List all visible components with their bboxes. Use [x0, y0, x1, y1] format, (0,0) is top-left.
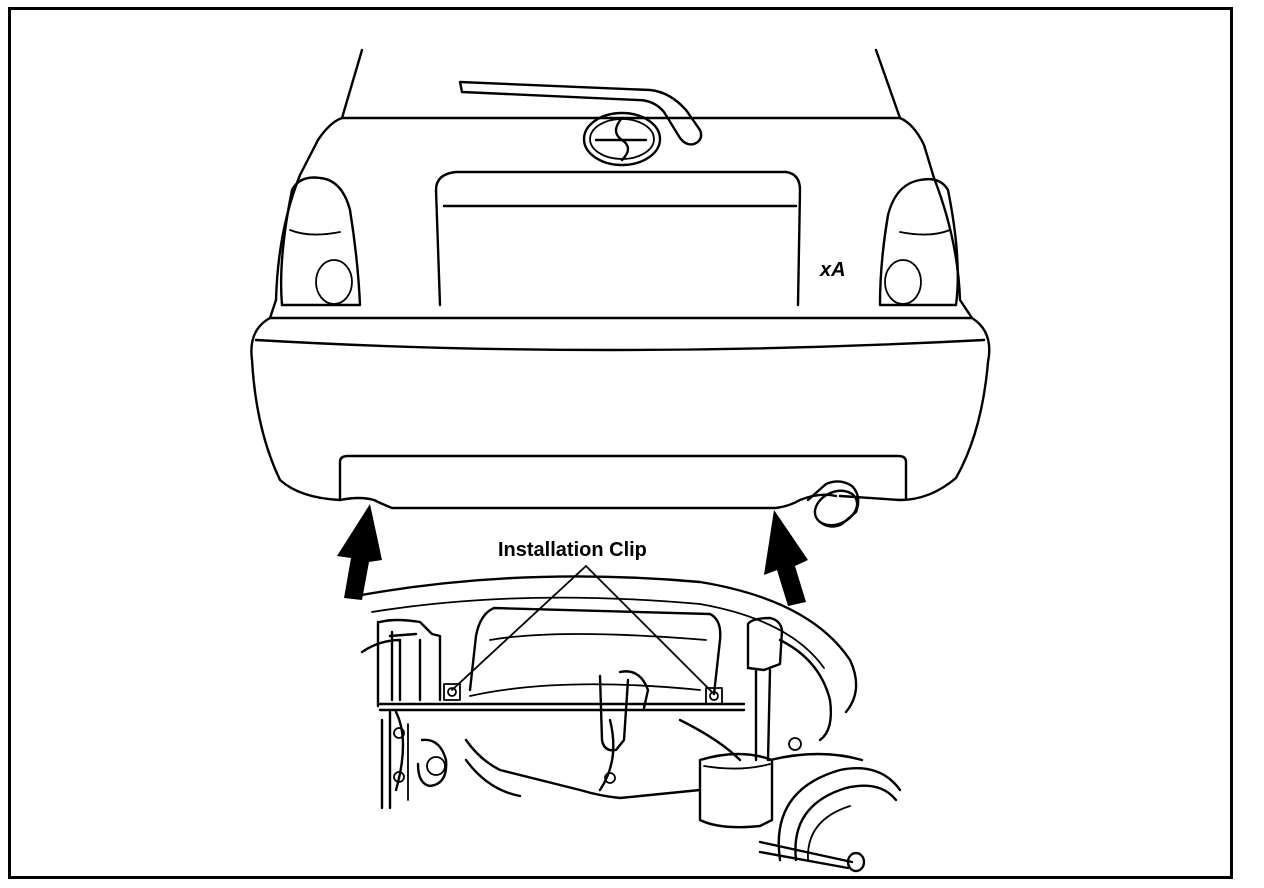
leader-line-right	[585, 565, 715, 695]
car-rear: xA	[250, 48, 991, 528]
up-arrow-icon	[337, 504, 382, 600]
up-arrow-icon	[764, 510, 808, 606]
diagram-frame	[8, 7, 1233, 879]
wheel-drum	[777, 767, 902, 862]
vehicle-badge: xA	[819, 259, 846, 281]
scion-emblem-icon	[582, 111, 662, 167]
leader-line-left	[451, 565, 587, 691]
underbody-crossmember	[354, 575, 902, 873]
exhaust-tip	[806, 480, 860, 528]
installation-clip-label: Installation Clip	[498, 539, 647, 561]
rear-wiper	[458, 80, 703, 146]
installation-clip-left	[443, 683, 461, 701]
